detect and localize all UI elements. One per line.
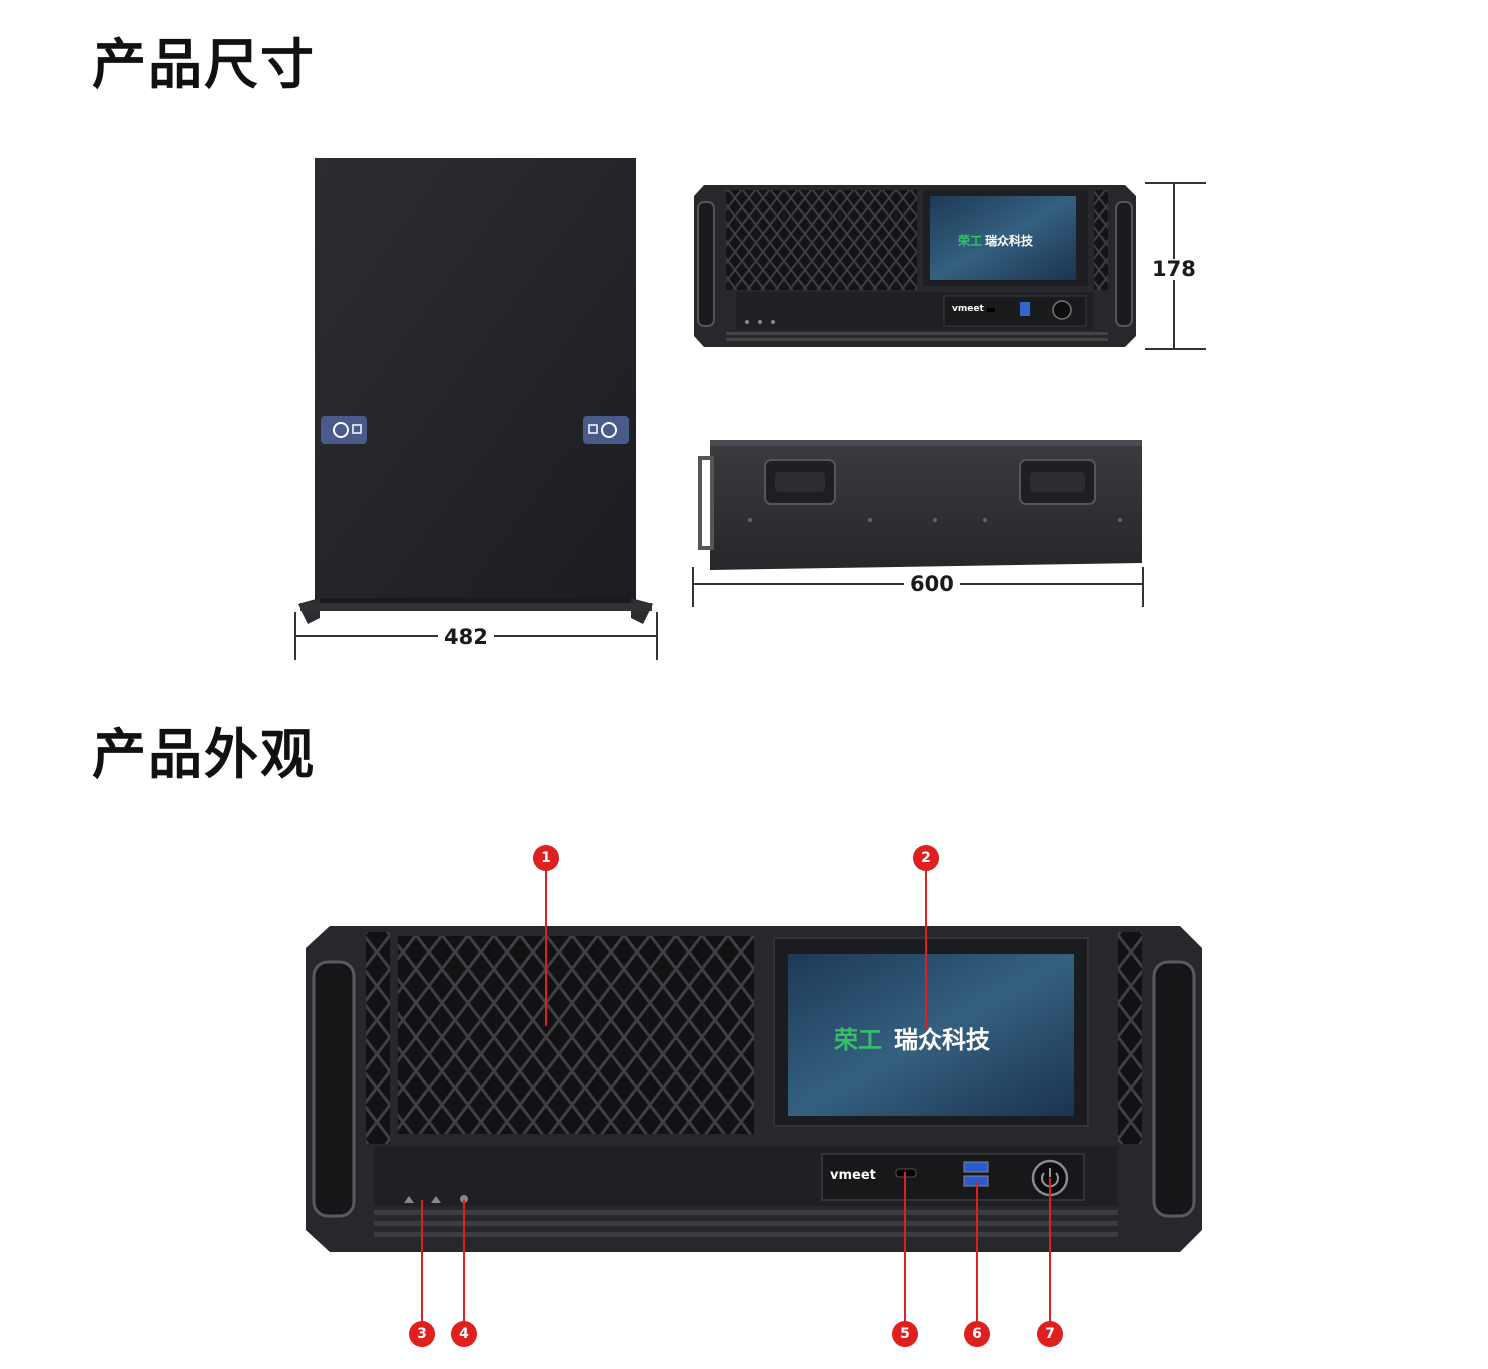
right-handle <box>1152 960 1196 1218</box>
usb-port-1 <box>963 1161 989 1173</box>
led-indicator <box>431 1196 441 1203</box>
callout-badge-2: 2 <box>913 845 939 871</box>
screen-logo-mark-small: 荣工 <box>958 234 983 248</box>
left-handle <box>312 960 356 1218</box>
led-indicator <box>404 1196 414 1203</box>
callout-badge-5: 5 <box>892 1321 918 1347</box>
callout-badge-7: 7 <box>1037 1321 1063 1347</box>
dimension-width: 482 <box>438 627 494 648</box>
screen-logo-mark: 荣工 <box>834 1026 882 1054</box>
lock-icon <box>333 422 349 438</box>
top-view <box>294 158 658 660</box>
callout-badge-1: 1 <box>533 845 559 871</box>
screen-company-name: 瑞众科技 <box>894 1026 990 1054</box>
callout-badge-3: 3 <box>409 1321 435 1347</box>
front-view-small <box>694 182 1206 350</box>
panel-brand: vmeet <box>830 1168 876 1183</box>
top-view-body <box>315 158 636 598</box>
screen-company-name-small: 瑞众科技 <box>985 234 1034 248</box>
section-title-dimensions: 产品尺寸 <box>92 33 316 96</box>
callout-badge-6: 6 <box>964 1321 990 1347</box>
lock-badge-right <box>583 416 629 444</box>
touch-screen <box>788 954 1074 1116</box>
lock-icon <box>601 422 617 438</box>
front-view-large <box>306 926 1202 1252</box>
section-title-appearance: 产品外观 <box>92 723 316 786</box>
ventilation-mesh <box>398 936 754 1134</box>
small-screen <box>930 196 1076 280</box>
lock-badge-left <box>321 416 367 444</box>
panel-brand-small: vmeet <box>952 304 984 314</box>
reset-button <box>460 1195 468 1203</box>
callout-badge-4: 4 <box>451 1321 477 1347</box>
dimension-height: 178 <box>1146 259 1202 280</box>
dimension-depth: 600 <box>904 574 960 595</box>
side-view <box>692 440 1144 607</box>
callout-lines <box>421 870 1051 1322</box>
